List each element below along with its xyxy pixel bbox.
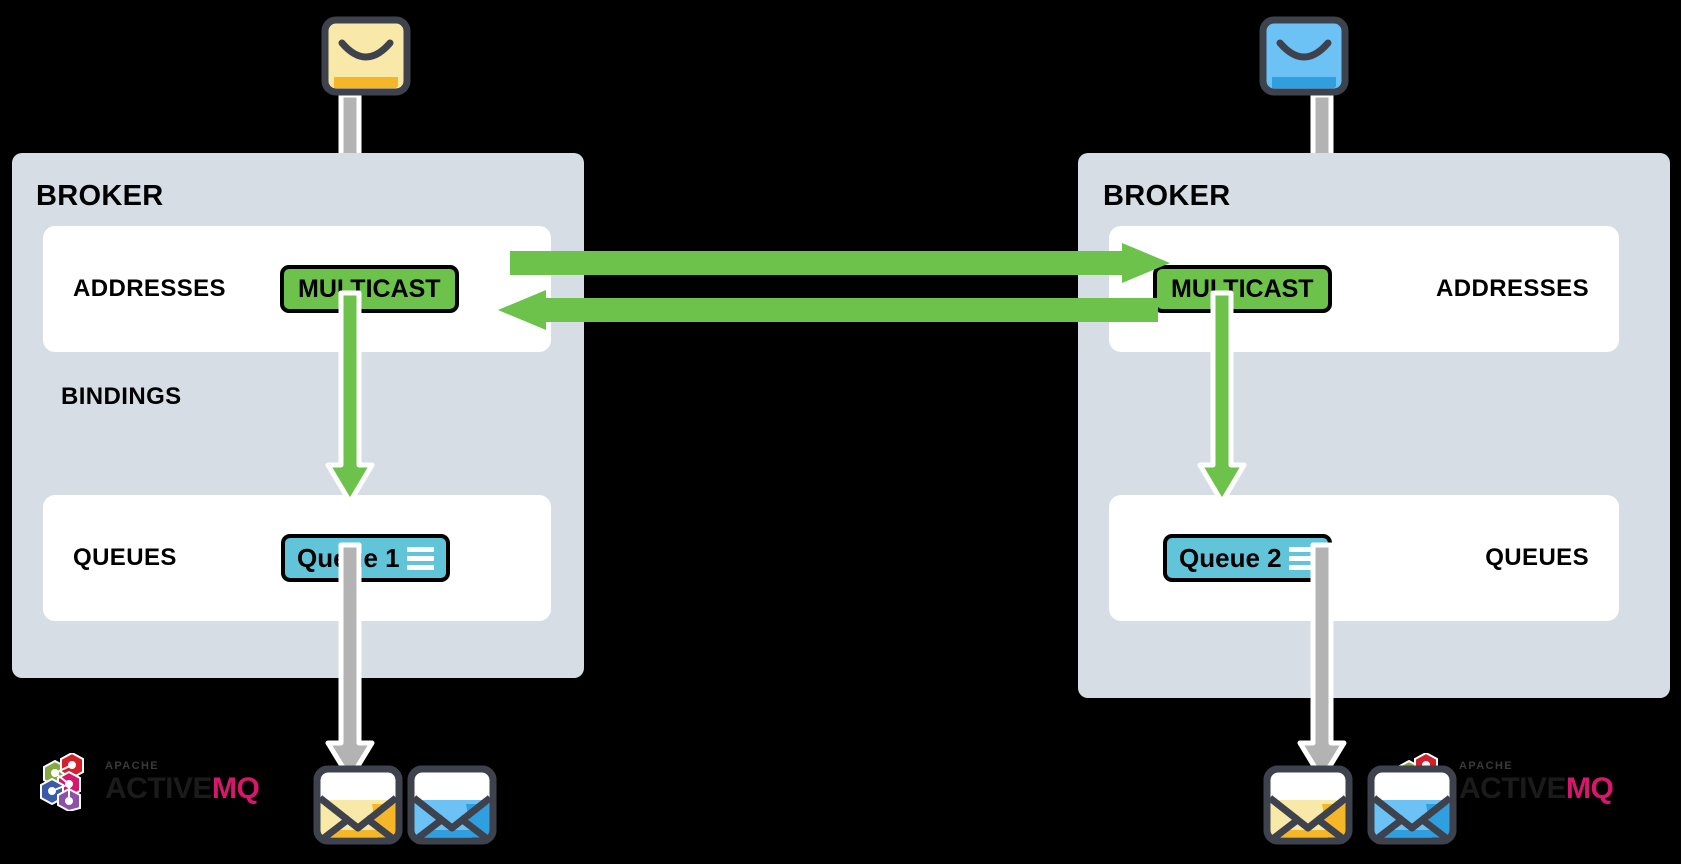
consumer-envelope-yellow-right [1262, 764, 1354, 846]
multicast-address-left[interactable]: MULTICAST [280, 265, 459, 313]
addresses-row-right: ADDRESSES MULTICAST [1109, 226, 1619, 352]
arrow-route-left [322, 290, 378, 508]
arrow-consume-right [1294, 542, 1350, 785]
logo-mq-text: MQ [1566, 771, 1614, 805]
addresses-row-left: ADDRESSES MULTICAST [43, 226, 551, 352]
queue-list-icon [1288, 546, 1316, 570]
logo-active-text: ACTIVE [105, 771, 213, 805]
logo-apache-text: APACHE [1459, 759, 1514, 772]
arrow-consume-left [322, 542, 378, 785]
activemq-hexagon-mark [40, 753, 84, 811]
consumer-envelope-yellow-left [312, 764, 404, 846]
queue-2-label: Queue 2 [1179, 542, 1282, 573]
broker-panel-left: BROKER ADDRESSES MULTICAST BINDINGS QUEU… [12, 153, 584, 811]
broker-title-right: BROKER [1103, 180, 1231, 212]
broker-title-left: BROKER [36, 180, 164, 212]
broker-panel-right: BROKER ADDRESSES MULTICAST QUEUES Queue … [1078, 153, 1670, 811]
queue-list-icon [406, 546, 434, 570]
logo-apache-text: APACHE [105, 759, 160, 772]
activemq-logo-left: APACHE ACTIVEMQ [34, 753, 260, 811]
arrow-federation-left-to-right [510, 243, 1170, 283]
consumer-envelope-blue-left [406, 764, 498, 846]
multicast-address-left-label: MULTICAST [298, 274, 441, 303]
arrow-route-right [1194, 290, 1250, 508]
queues-row-left: QUEUES Queue 1 [43, 495, 551, 621]
multicast-address-right-label: MULTICAST [1171, 274, 1314, 303]
consumer-envelope-blue-right [1366, 764, 1458, 846]
queues-label-right: QUEUES [1485, 544, 1589, 571]
logo-mq-text: MQ [212, 771, 260, 805]
producer-envelope-yellow [320, 15, 412, 97]
logo-active-text: ACTIVE [1459, 771, 1567, 805]
bindings-label-left: BINDINGS [61, 383, 182, 410]
producer-envelope-blue [1258, 15, 1350, 97]
queues-label-left: QUEUES [73, 544, 177, 571]
queues-row-right: QUEUES Queue 2 [1109, 495, 1619, 621]
multicast-address-right[interactable]: MULTICAST [1153, 265, 1332, 313]
addresses-label-left: ADDRESSES [73, 275, 226, 302]
addresses-label-right: ADDRESSES [1436, 275, 1589, 302]
arrow-federation-right-to-left [498, 290, 1158, 330]
queue-2[interactable]: Queue 2 [1163, 534, 1332, 582]
